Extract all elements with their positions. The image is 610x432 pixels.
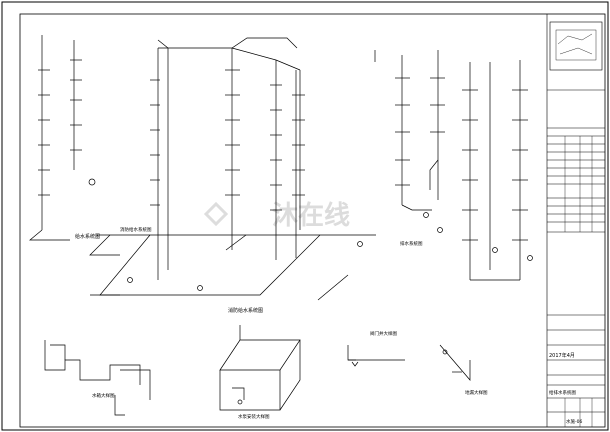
valve-detail <box>347 345 405 367</box>
watermark-text: 沐在线 <box>272 201 350 231</box>
tank-detail <box>44 340 151 416</box>
floor-drain-detail <box>439 344 471 381</box>
title-block-date-label: 2017年4月 <box>549 352 575 359</box>
label-valve-detail: 阀门井大样图 <box>370 330 397 337</box>
title-block-drawing-label: 给排水系统图 <box>549 389 576 396</box>
label-tank-detail: 水箱大样图 <box>92 392 115 399</box>
drawing-frame <box>19 13 606 428</box>
title-block-text: 2017年4月 给排水系统图 水施-06 <box>549 352 582 425</box>
title-block <box>546 14 605 427</box>
label-fire-system-bottom: 消防给水系统图 <box>228 307 263 314</box>
label-pump-detail: 水泵安装大样图 <box>238 413 270 420</box>
pump-detail <box>219 325 301 411</box>
label-water-supply-system: 给水系统图 <box>75 233 100 240</box>
label-fire-system: 消防给水系统图 <box>120 226 152 233</box>
label-floor-drain-detail: 地漏大样图 <box>465 389 488 396</box>
label-drain-system: 排水系统图 <box>400 240 423 247</box>
fire-system-diagram <box>89 37 376 301</box>
drain-system-diagram <box>374 50 533 281</box>
title-block-sheet-no: 水施-06 <box>566 418 582 425</box>
riser-group-left <box>29 35 96 241</box>
watermark: 沐在线 <box>203 201 350 231</box>
